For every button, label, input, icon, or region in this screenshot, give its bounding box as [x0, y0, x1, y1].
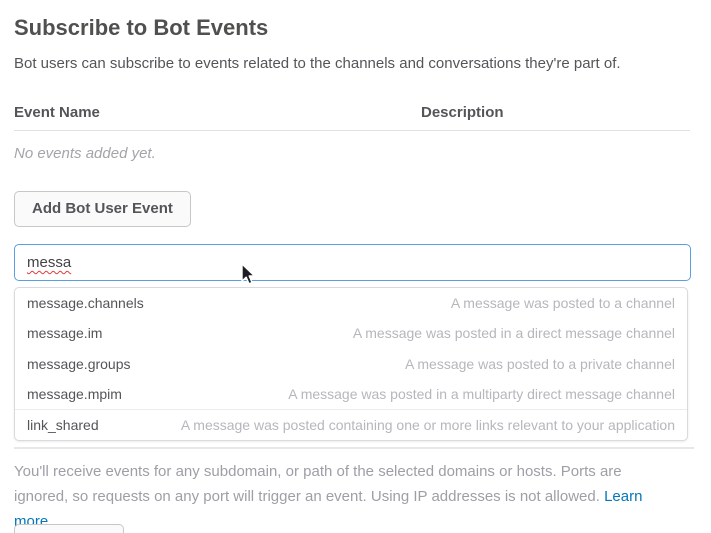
event-search-input[interactable]: messa — [14, 244, 691, 281]
section-divider — [14, 447, 694, 449]
suggestion-name: message.groups — [27, 355, 131, 372]
suggestion-description: A message was posted to a private channe… — [404, 355, 675, 372]
suggestion-message-im[interactable]: message.im A message was posted in a dir… — [15, 318, 687, 348]
suggestion-message-channels[interactable]: message.channels A message was posted to… — [15, 288, 687, 318]
add-bot-user-event-button[interactable]: Add Bot User Event — [14, 191, 191, 227]
suggestion-description: A message was posted containing one or m… — [180, 416, 675, 433]
suggestion-description: A message was posted in a multiparty dir… — [288, 385, 675, 402]
events-help-text: You'll receive events for any subdomain,… — [14, 459, 676, 533]
suggestion-name: message.mpim — [27, 385, 122, 402]
suggestion-name: message.channels — [27, 295, 144, 312]
suggestion-message-mpim[interactable]: message.mpim A message was posted in a m… — [15, 379, 687, 409]
partial-button[interactable] — [14, 524, 124, 533]
column-header-description: Description — [421, 104, 504, 121]
event-search-input-value: messa — [27, 254, 72, 271]
suggestion-name: link_shared — [27, 416, 99, 433]
suggestion-link-shared[interactable]: link_shared A message was posted contain… — [15, 408, 687, 440]
page-title: Subscribe to Bot Events — [14, 15, 269, 40]
events-help-text-body: You'll receive events for any subdomain,… — [14, 463, 622, 505]
suggestion-name: message.im — [27, 325, 103, 342]
suggestion-message-groups[interactable]: message.groups A message was posted to a… — [15, 348, 687, 378]
suggestion-description: A message was posted to a channel — [450, 295, 675, 312]
page-subtitle: Bot users can subscribe to events relate… — [14, 55, 621, 72]
event-suggestions-dropdown: message.channels A message was posted to… — [14, 287, 688, 441]
suggestion-description: A message was posted in a direct message… — [352, 325, 675, 342]
empty-events-message: No events added yet. — [14, 145, 156, 162]
table-header-divider — [14, 130, 690, 131]
column-header-event-name: Event Name — [14, 104, 100, 121]
